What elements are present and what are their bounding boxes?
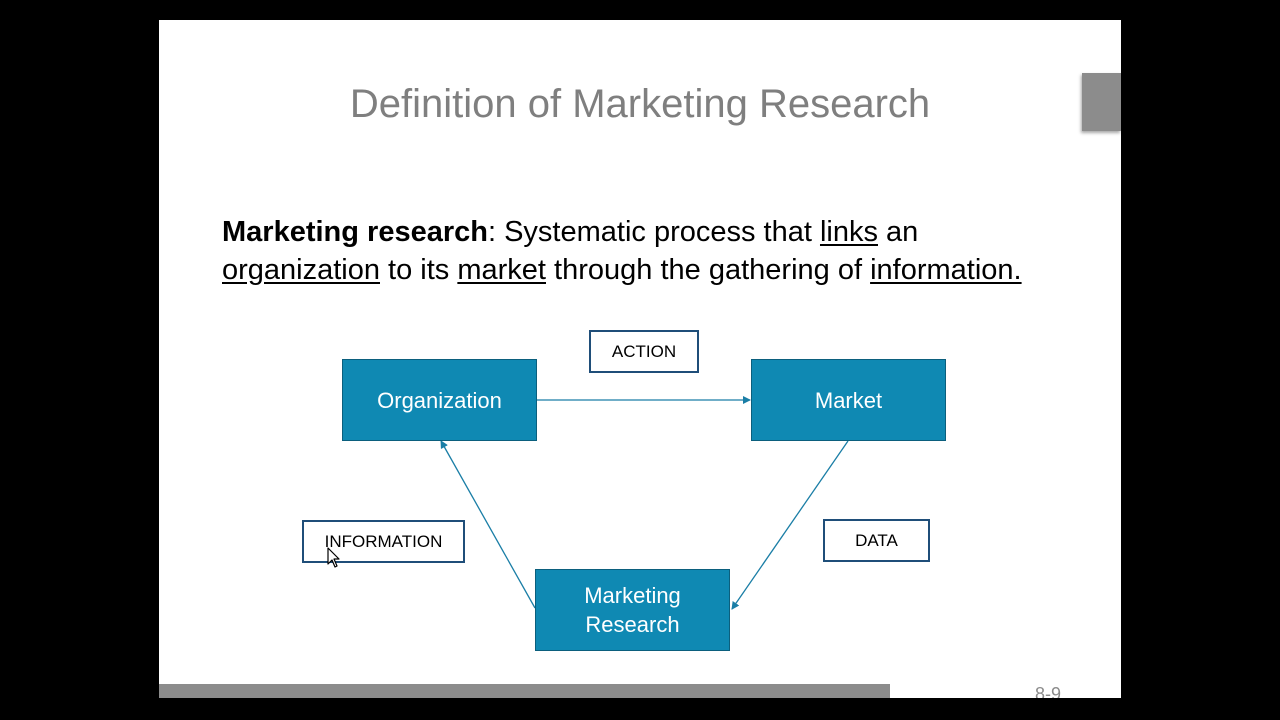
- definition-line-1: Marketing research: Systematic process t…: [222, 213, 1117, 251]
- node-organization-label: Organization: [377, 387, 502, 413]
- arrow-market-to-research: [731, 440, 849, 610]
- side-tab: [1082, 73, 1121, 131]
- node-research-label-line-1: Marketing: [584, 583, 681, 608]
- node-market: Market: [751, 359, 946, 441]
- definition-text-part: : Systematic process that: [487, 216, 820, 248]
- underlined-word-links: links: [819, 216, 878, 248]
- definition-term: Marketing research: [222, 216, 488, 248]
- node-marketing-research: Marketing Research: [535, 569, 730, 651]
- page-number: 8-9: [1035, 684, 1062, 698]
- edge-label-action: ACTION: [589, 330, 699, 373]
- definition-text: Marketing research: Systematic process t…: [222, 213, 1117, 289]
- arrow-research-to-organization: [440, 440, 536, 609]
- definition-text-part: an: [878, 216, 919, 248]
- definition-line-2: organization to its market through the g…: [222, 251, 1117, 289]
- underlined-word-organization: organization: [222, 254, 380, 286]
- slide: Definition of Marketing Research Marketi…: [159, 20, 1121, 698]
- underlined-word-market: market: [457, 254, 546, 286]
- definition-text-part: to its: [380, 254, 458, 286]
- definition-text-part: through the gathering of: [546, 254, 871, 286]
- diagram-connectors: [440, 396, 849, 610]
- bottom-bar: [159, 684, 890, 698]
- mouse-cursor-icon: [327, 547, 340, 568]
- node-organization: Organization: [342, 359, 537, 441]
- edge-label-data: DATA: [823, 519, 930, 562]
- edge-label-action-text: ACTION: [611, 341, 677, 361]
- edge-label-data-text: DATA: [855, 530, 898, 550]
- node-research-label-line-2: Research: [585, 612, 680, 637]
- edge-label-information-text: INFORMATION: [324, 531, 443, 551]
- underlined-word-information: information.: [870, 254, 1022, 286]
- node-market-label: Market: [814, 387, 883, 413]
- slide-title: Definition of Marketing Research: [349, 82, 931, 126]
